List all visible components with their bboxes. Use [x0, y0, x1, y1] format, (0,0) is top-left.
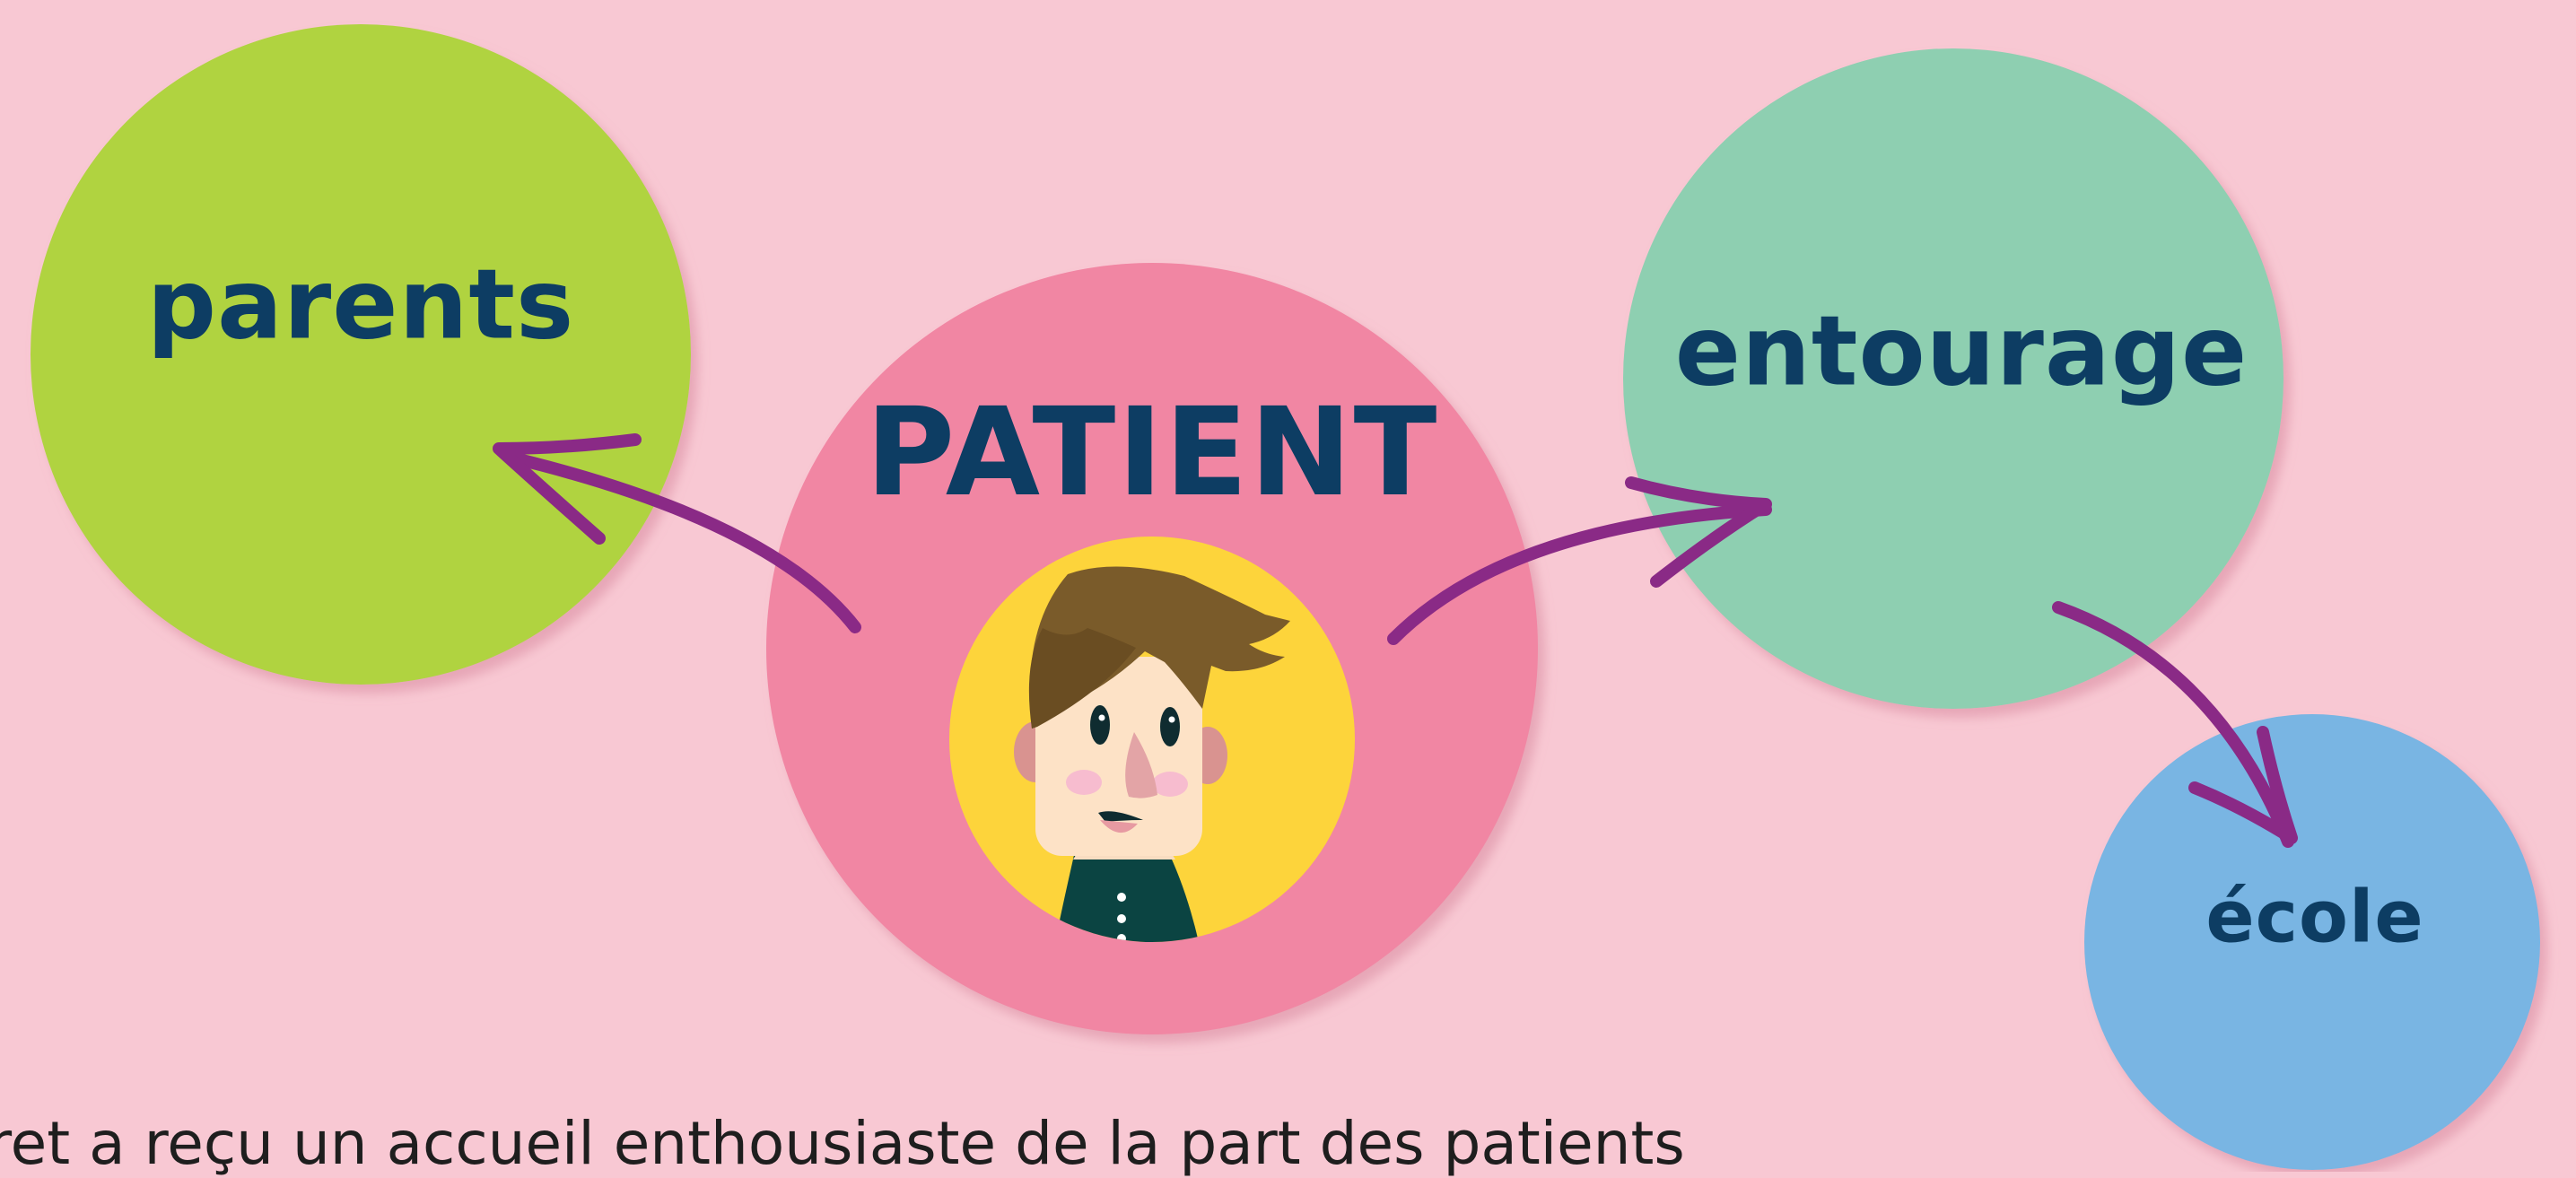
caption-text: ret a reçu un accueil enthousiaste de la… — [0, 1109, 1685, 1178]
ecole-label: école — [2205, 875, 2424, 959]
arrow-entourage-to-ecole — [2052, 601, 2298, 848]
arrow-patient-to-parents — [493, 433, 861, 633]
entourage-label: entourage — [1674, 295, 2249, 408]
entourage-circle — [1623, 48, 2283, 709]
patient-label: PATIENT — [865, 382, 1439, 524]
boy-avatar-icon — [949, 537, 1355, 942]
arrow-patient-to-entourage — [1387, 476, 1772, 645]
parents-label: parents — [146, 249, 575, 362]
parents-circle — [31, 24, 691, 685]
ecole-circle — [2084, 714, 2540, 1170]
